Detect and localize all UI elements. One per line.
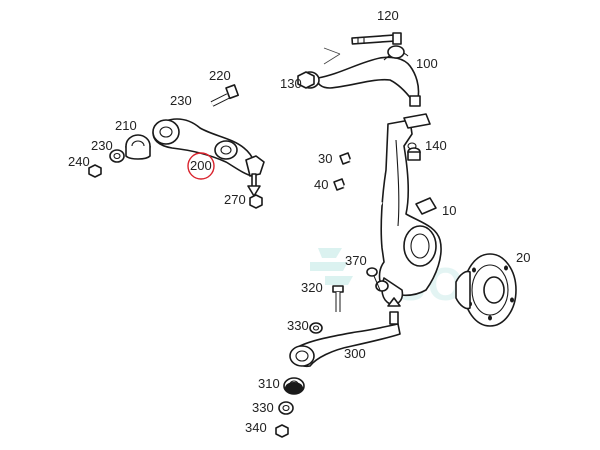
nut-340-part [275,424,289,438]
callout-330-upper: 330 [287,318,309,333]
callout-320: 320 [301,280,323,295]
bolt-320-part [332,285,344,312]
callout-310: 310 [258,376,280,391]
bushing-210-part [125,134,151,160]
knuckle-bolt-40-part [333,178,383,206]
highlight-circle [187,152,215,180]
callout-130: 130 [280,76,302,91]
callout-210: 210 [115,118,137,133]
lower-control-arm-200-part [152,118,265,197]
nut-270-part [249,194,263,209]
leader-line [323,47,341,65]
callout-220: 220 [209,68,231,83]
callout-300: 300 [344,346,366,361]
steering-knuckle-part [375,113,442,306]
callout-370: 370 [345,253,367,268]
callout-140: 140 [425,138,447,153]
upper-control-arm-part [300,45,421,107]
callout-340: 340 [245,420,267,435]
callout-10: 10 [442,203,456,218]
callout-120: 120 [377,8,399,23]
washer-230-part [109,149,125,163]
callout-270: 270 [224,192,246,207]
wheel-hub-part [455,253,517,327]
callout-200: 200 [190,158,212,173]
callout-20: 20 [516,250,530,265]
callout-30: 30 [318,151,332,166]
callout-330-lower: 330 [252,400,274,415]
knuckle-sensor-part [407,147,421,161]
callout-230-upper: 230 [170,93,192,108]
upper-arm-nut-part [297,71,315,89]
nut-240-part [88,164,102,178]
bushing-310-part [283,377,305,395]
upper-arm-bolt-part [351,32,402,45]
callout-230-lower: 230 [91,138,113,153]
lower-link-300-part [289,297,401,368]
knuckle-bolt-30-part [339,152,385,176]
callout-100: 100 [416,56,438,71]
washer-330-upper-part [309,322,323,334]
callout-240: 240 [68,154,90,169]
bolt-220-part [210,84,240,107]
part-370-part [366,267,381,291]
callout-40: 40 [314,177,328,192]
washer-330-lower-part [278,401,294,415]
